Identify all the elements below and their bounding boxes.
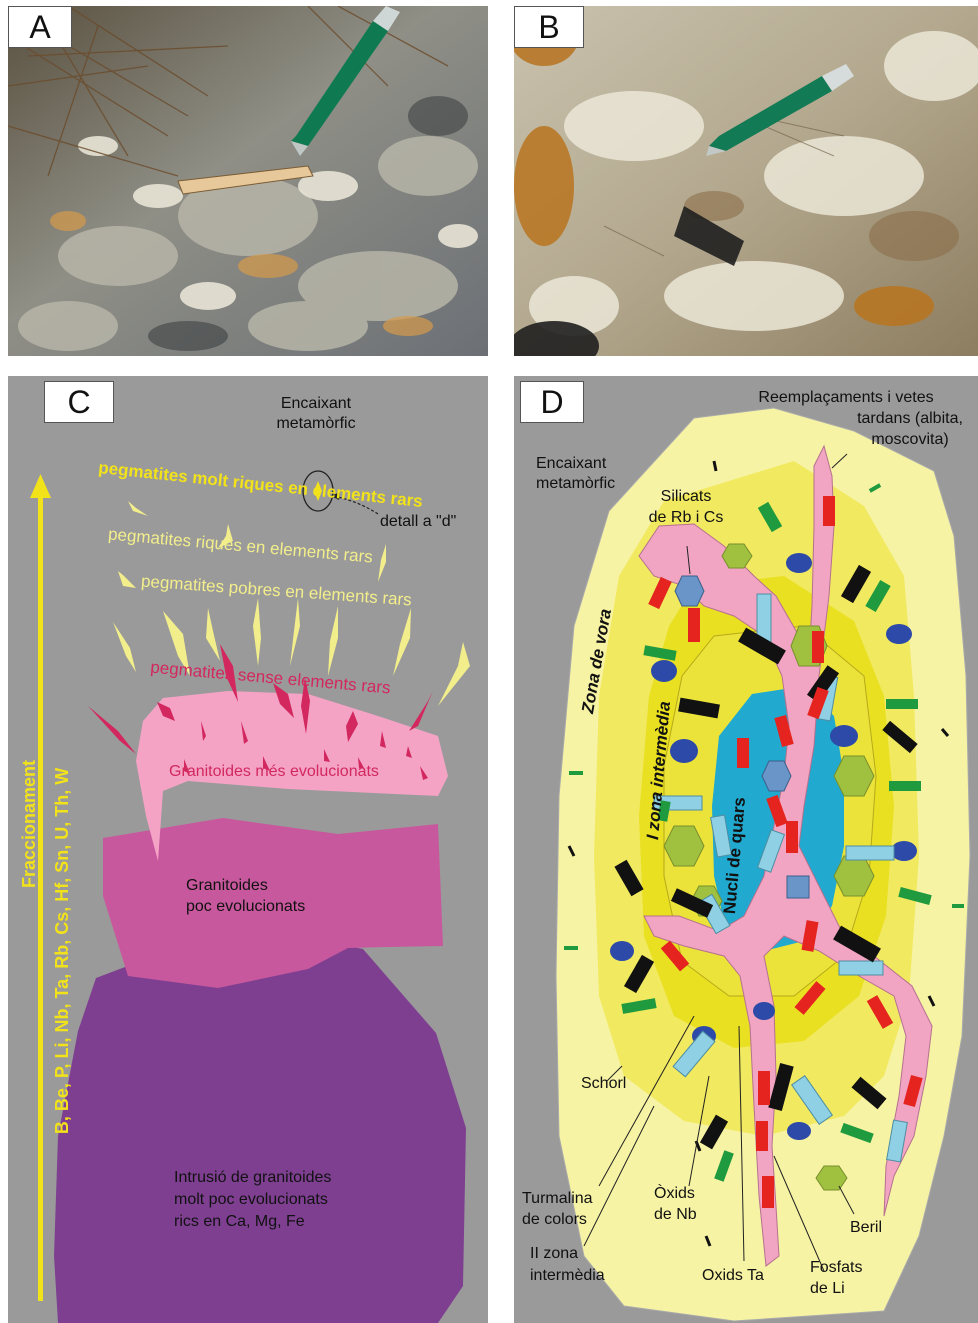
diagram-panel-d: Reemplaçaments i vetes tardans (albita, … [514,376,978,1323]
low-evolved-label-1: Granitoides [186,877,268,894]
outcrop-photo-a [8,6,488,356]
evolved-granitoids-label: Granitoides més evolucionats [169,763,379,780]
colored-tourmaline-label-2: de colors [522,1211,587,1228]
li-phosphates-label-1: Fosfats [810,1259,862,1276]
intrusion-label-2: molt poc evolucionats [174,1191,328,1208]
schorl-label: Schorl [581,1075,626,1092]
silicates-label-2: de Rb i Cs [649,509,724,526]
beryl-label: Beril [850,1219,882,1236]
second-intermediate-label-1: II zona [530,1245,578,1262]
second-intermediate-label-2: intermèdia [530,1267,605,1284]
pegmatite-zoning-diagram: Reemplaçaments i vetes tardans (albita, … [514,376,978,1323]
host-rock-label-1: Encaixant [536,455,607,472]
pegmatite-fractionation-diagram: Encaixant metamòrfic detall a "d" Fracci… [8,376,488,1323]
colored-tourmaline-label-1: Turmalina [522,1190,593,1207]
nb-oxides-label-2: de Nb [654,1206,697,1223]
low-evolved-label-2: poc evolucionats [186,898,305,915]
late-replacement-label-3: moscovita) [871,431,948,448]
late-replacement-label-1: Reemplaçaments i vetes [758,389,933,406]
nb-oxides-label-1: Òxids [654,1183,695,1202]
photo-panel-b: B [514,6,978,356]
host-rock-label-2: metamòrfic [276,415,355,432]
panel-d-label: D [520,381,584,423]
host-rock-label-2: metamòrfic [536,475,615,492]
elements-label: B, Be, P, Li, Nb, Ta, Rb, Cs, Hf, Sn, U,… [52,768,72,1134]
intrusion-label-3: rics en Ca, Mg, Fe [174,1213,305,1230]
ta-oxides-label: Oxids Ta [702,1267,764,1284]
intrusion-label-1: Intrusió de granitoides [174,1169,331,1186]
diagram-panel-c: Encaixant metamòrfic detall a "d" Fracci… [8,376,488,1323]
outcrop-photo-b [514,6,978,356]
fractionation-label: Fraccionament [19,760,39,888]
panel-b-label: B [514,6,584,48]
li-phosphates-label-2: de Li [810,1280,845,1297]
silicates-label-1: Silicats [661,488,712,505]
photo-panel-a: A [8,6,488,356]
panel-c-label: C [44,381,114,423]
panel-a-label: A [8,6,72,48]
host-rock-label-1: Encaixant [281,395,352,412]
late-replacement-label-2: tardans (albita, [857,410,963,427]
detail-note: detall a "d" [380,513,456,530]
